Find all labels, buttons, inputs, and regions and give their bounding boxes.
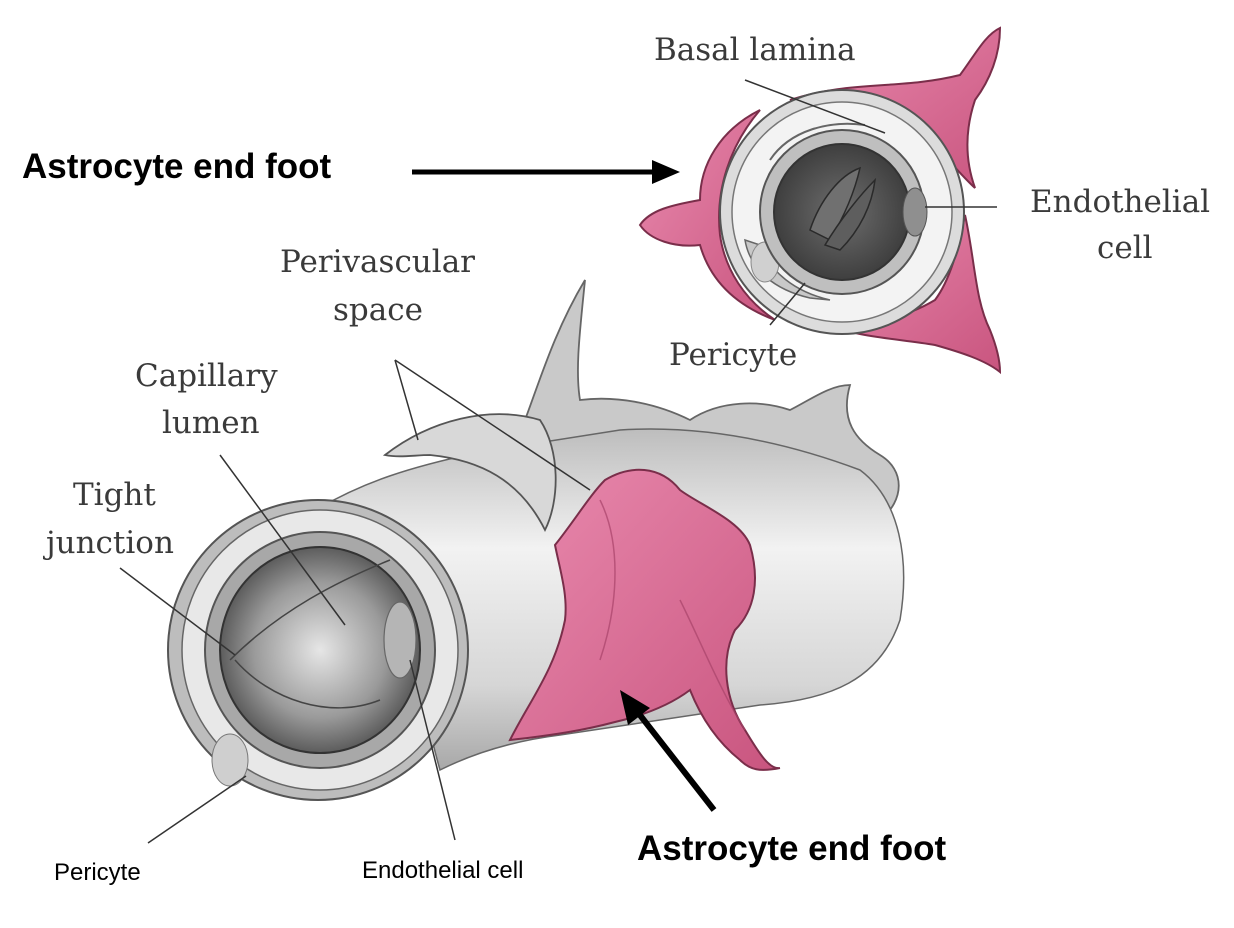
cross-section-illustration: [638, 26, 1002, 375]
leader-basal-lamina: [744, 79, 886, 134]
arrow-astrocyte-top: [412, 160, 680, 184]
label-perivascular-2: space: [333, 292, 423, 328]
leader-lines: [119, 79, 997, 844]
label-capillary-1: Capillary: [135, 358, 278, 394]
label-perivascular-1: Perivascular: [280, 244, 475, 280]
label-tight-2: junction: [43, 525, 174, 561]
label-basal-lamina: Basal lamina: [654, 32, 856, 68]
label-endothelial-cell-top-2: cell: [1097, 230, 1153, 266]
label-astrocyte-end-foot-top: Astrocyte end foot: [22, 147, 332, 186]
label-endothelial-cell-bottom: Endothelial cell: [362, 857, 523, 884]
label-endothelial-cell-top-1: Endothelial: [1030, 184, 1210, 220]
arrow-astrocyte-bottom: [620, 690, 717, 812]
astrocyte-foot-left: [638, 109, 776, 321]
leader-capillary-lumen: [219, 454, 346, 626]
leader-pericyte-bottom: [147, 775, 247, 844]
label-capillary-2: lumen: [162, 405, 260, 441]
label-pericyte-top: Pericyte: [669, 337, 797, 373]
label-pericyte-bottom: Pericyte: [54, 859, 141, 886]
astrocyte-end-foot-main: [508, 468, 781, 771]
leader-pericyte-top: [769, 282, 806, 326]
leader-perivascular-b: [394, 359, 591, 491]
leader-endothelial-bottom: [409, 659, 456, 841]
label-astrocyte-end-foot-bottom: Astrocyte end foot: [637, 829, 947, 868]
leader-tight-junction: [119, 567, 236, 656]
leader-perivascular-a: [394, 359, 419, 441]
capillary-illustration: [167, 279, 905, 801]
label-tight-1: Tight: [73, 477, 156, 513]
